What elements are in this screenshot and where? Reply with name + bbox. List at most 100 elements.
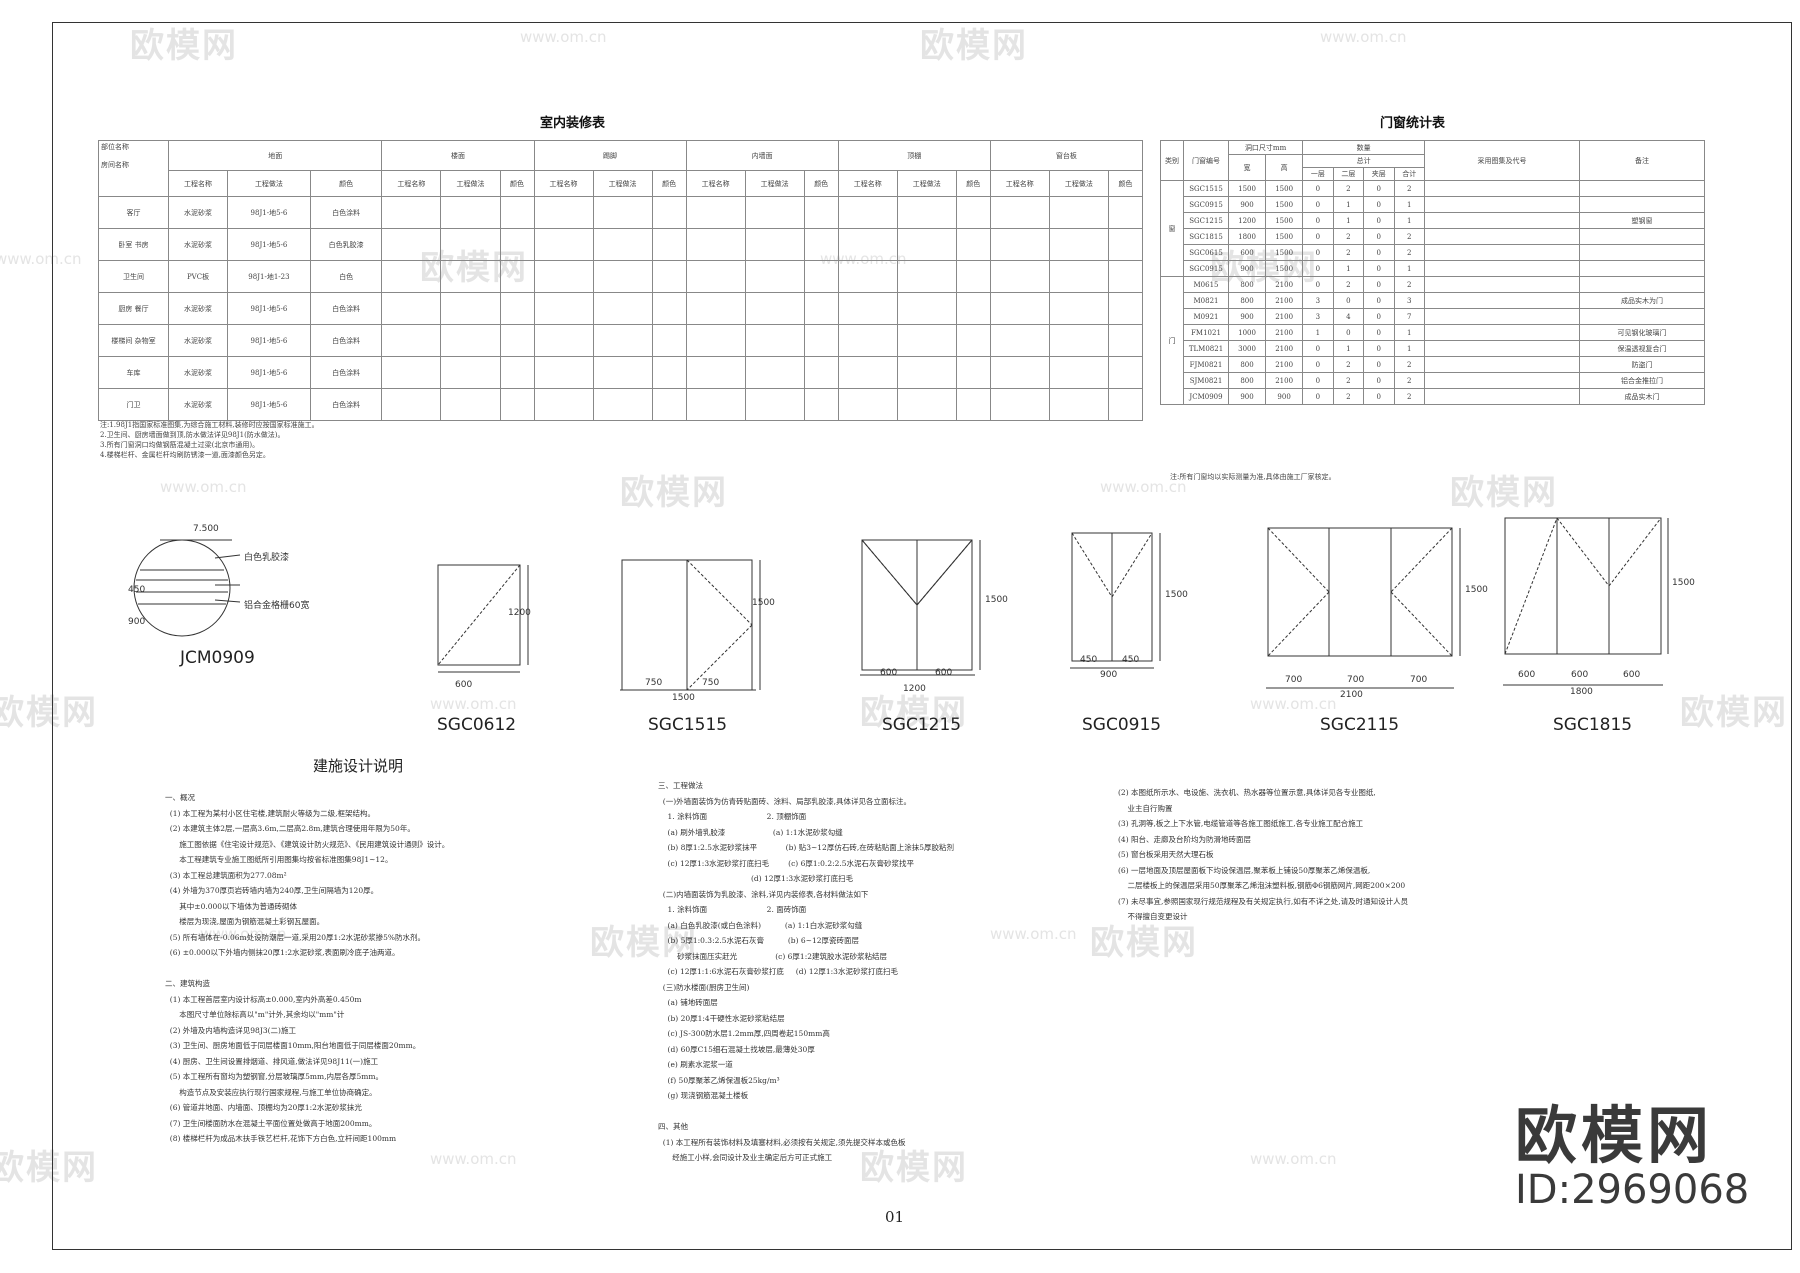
- table-cell: [803, 292, 839, 325]
- diagram-label: SGC1215: [882, 715, 962, 735]
- dim-label: 1500: [985, 595, 1008, 605]
- table-cell: [989, 356, 1050, 389]
- table-cell: [1048, 260, 1109, 293]
- table-cell: [592, 196, 653, 229]
- table-cell: [1048, 196, 1109, 229]
- sgc0915-window: [1070, 532, 1161, 669]
- sub-header: 工程名称: [989, 170, 1050, 197]
- table-cell: [955, 388, 991, 421]
- brand-logo-id: ID:2969068: [1515, 1167, 1750, 1213]
- table-cell: [896, 196, 957, 229]
- table-cell: 0: [1302, 388, 1334, 405]
- table-cell: [744, 388, 805, 421]
- table-cell: [381, 356, 442, 389]
- sgc1515-window: [620, 559, 761, 691]
- category-cell: 门: [1160, 276, 1184, 405]
- window-table-note: 注:所有门窗均以实际测量为准,具体由施工厂家核定。: [1170, 473, 1336, 481]
- design-notes-col1: 一、概况 (1) 本工程为某村小区住宅楼,建筑耐火等级为二级,框架结构。 (2)…: [165, 793, 450, 1143]
- dim-label: 700: [1410, 675, 1428, 685]
- table-cell: [803, 356, 839, 389]
- table-cell: [440, 260, 501, 293]
- col-atlas: 采用图集及代号: [1424, 140, 1580, 181]
- brand-logo-text: 欧模网: [1515, 1099, 1714, 1172]
- dim-label: 1800: [1570, 687, 1593, 697]
- dim-label: 1500: [1672, 578, 1695, 588]
- table-cell: [896, 260, 957, 293]
- finish-note: 4.楼梯栏杆、金属栏杆均刷防锈漆一道,面漆颜色另定。: [100, 451, 270, 459]
- dim-label: 700: [1285, 675, 1303, 685]
- table-cell: 0: [1363, 388, 1395, 405]
- table-cell: [651, 292, 687, 325]
- table-cell: 98J1-地5-6: [227, 356, 311, 389]
- dim-label: 1200: [903, 684, 926, 694]
- table-cell: [1107, 292, 1144, 325]
- table-cell: [837, 228, 898, 261]
- table-cell: 水泥砂浆: [167, 324, 229, 357]
- table-cell: 白色涂料: [309, 388, 383, 421]
- table-cell: [381, 228, 442, 261]
- table-cell: 2: [1393, 388, 1426, 405]
- table-cell: [440, 196, 501, 229]
- dim-label: 600: [1518, 670, 1536, 680]
- finish-note: 2.卫生间、厨房墙面做到顶,防水做法详见98J1(防水做法)。: [100, 431, 285, 439]
- sgc1815-window: [1503, 517, 1669, 686]
- table-cell: [744, 196, 805, 229]
- table-cell: 水泥砂浆: [167, 356, 229, 389]
- table-cell: 白色涂料: [309, 356, 383, 389]
- finish-note: 3.所有门窗洞口均做钢筋混凝土过梁(北京市通用)。: [100, 441, 260, 449]
- design-notes-col3: (2) 本图纸所示水、电设施、洗衣机、热水器等位置示意,具体详见各专业图纸, 业…: [1118, 788, 1409, 921]
- finish-note: 注:1.98J1指国家标准图集,为综合施工材料,装修时应按国家标准施工。: [100, 421, 319, 429]
- dim-label: 900: [1100, 670, 1118, 680]
- dim-label: 2100: [1340, 690, 1363, 700]
- dim-label: 900: [128, 617, 146, 627]
- dim-label: 7.500: [193, 524, 219, 534]
- remark-cell: 成品实木门: [1579, 388, 1705, 405]
- table-cell: 水泥砂浆: [167, 388, 229, 421]
- col-remark: 备注: [1579, 140, 1705, 181]
- dim-label: 600: [1623, 670, 1641, 680]
- corner-label: 部位名称: [101, 143, 129, 151]
- dim-label: 铝合金格栅60宽: [244, 601, 310, 611]
- section-header: 窗台板: [989, 140, 1144, 171]
- dim-label: 1200: [508, 608, 531, 618]
- sub-header: 工程名称: [167, 170, 229, 197]
- table-cell: [989, 292, 1050, 325]
- col-code: 门窗编号: [1183, 140, 1229, 181]
- dim-label: 600: [880, 668, 898, 678]
- table-cell: [685, 388, 746, 421]
- table-cell: [440, 292, 501, 325]
- room-name: 卧室 书房: [98, 228, 169, 261]
- table-cell: [533, 196, 594, 229]
- door-window-diagrams: [133, 517, 1669, 691]
- dim-label: 750: [702, 678, 720, 688]
- dim-label: 白色乳胶漆: [244, 553, 290, 563]
- sub-header: 工程名称: [837, 170, 898, 197]
- design-notes-col2: 三、工程做法 (一)外墙面装饰为仿青砖贴面砖、涂料、局部乳胶漆,具体详见各立面标…: [658, 781, 954, 1162]
- table-cell: [955, 324, 991, 357]
- drawing-frame: [52, 22, 1792, 1250]
- dim-label: 450: [1122, 655, 1140, 665]
- diagram-label: SGC2115: [1320, 715, 1400, 735]
- table-cell: [744, 324, 805, 357]
- table-cell: [803, 324, 839, 357]
- page-number: 01: [885, 1208, 905, 1226]
- table-cell: [440, 324, 501, 357]
- table-cell: [651, 260, 687, 293]
- finish-table-notes: 注:1.98J1指国家标准图集,为综合施工材料,装修时应按国家标准施工。 2.卫…: [100, 420, 319, 460]
- diagram-label: SGC1515: [648, 715, 728, 735]
- table-cell: 白色涂料: [309, 324, 383, 357]
- dim-label: 450: [1080, 655, 1098, 665]
- table-cell: [1048, 388, 1109, 421]
- table-cell: [1107, 260, 1144, 293]
- diagram-label: SGC0612: [437, 715, 517, 735]
- table-cell: [592, 324, 653, 357]
- sub-header: 颜色: [309, 170, 383, 197]
- table-cell: [533, 228, 594, 261]
- window-table-title: 门窗统计表: [1380, 116, 1446, 131]
